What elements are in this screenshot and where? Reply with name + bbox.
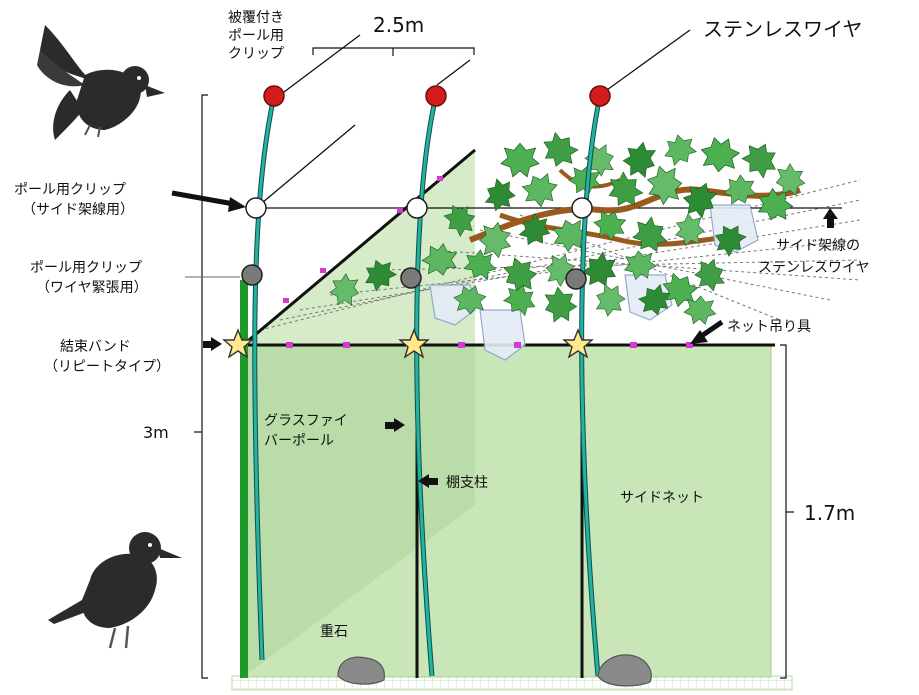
coated-clip-2 xyxy=(425,85,447,107)
label-net-hanger: ネット吊り具 xyxy=(727,319,811,335)
coated-clip-1 xyxy=(263,85,285,107)
grape-leaf xyxy=(539,282,581,328)
label-pole-clip-side-1: ポール用クリップ xyxy=(14,182,126,198)
stone-1 xyxy=(337,656,385,685)
grape-leaf xyxy=(500,142,540,178)
coated-clip-3 xyxy=(589,85,611,107)
arrow-side-clip xyxy=(171,190,246,212)
coated-clips xyxy=(263,85,611,107)
band-star-1 xyxy=(222,328,254,359)
height-dimension xyxy=(194,94,208,679)
crow-flying-icon xyxy=(37,25,165,140)
arrow-trellis xyxy=(418,474,438,488)
crow-standing-icon xyxy=(48,532,182,649)
label-trellis-post: 棚支柱 xyxy=(446,475,488,491)
side-wire-clips xyxy=(245,197,593,219)
tension-clips xyxy=(241,264,587,290)
stone-2 xyxy=(597,654,652,687)
label-clip-coated-3: クリップ xyxy=(228,46,284,62)
band-star-3 xyxy=(562,328,594,359)
tension-clip-3 xyxy=(565,268,587,290)
label-weight-stone: 重石 xyxy=(320,624,348,640)
label-stainless-wire: ステンレスワイヤ xyxy=(703,17,862,41)
label-pole-clip-tension-2: （ワイヤ緊張用） xyxy=(36,280,148,296)
spacing-dimension xyxy=(312,47,475,56)
label-pole-clip-side-2: （サイド架線用） xyxy=(22,202,134,218)
ground xyxy=(231,675,793,691)
net-hangers xyxy=(283,176,693,348)
guy-wires xyxy=(255,29,691,209)
arrows xyxy=(171,190,838,488)
label-clip-coated-2: ポール用 xyxy=(228,28,284,44)
label-fiber-pole-1: グラスファイ xyxy=(264,413,348,429)
grape-leaf xyxy=(698,135,742,175)
side-clip-3 xyxy=(571,197,593,219)
roof-edge xyxy=(242,148,476,347)
binding-bands xyxy=(222,328,594,359)
label-side-wire-2: ステンレスワイヤ xyxy=(758,260,870,276)
grape-leaf xyxy=(479,173,521,217)
label-side-net: サイドネット xyxy=(620,490,704,506)
label-clip-coated-1: 被覆付き xyxy=(228,10,284,26)
side-clip-1 xyxy=(245,197,267,219)
grape-leaf xyxy=(736,136,784,184)
label-height-total: 3m xyxy=(143,423,169,442)
label-fiber-pole-2: バーポール xyxy=(264,433,334,449)
corner-post xyxy=(240,280,248,678)
grape-leaf xyxy=(591,279,629,321)
arrow-fiber-pole xyxy=(385,418,405,432)
tension-clip-1 xyxy=(241,264,263,286)
grape-leaf xyxy=(536,126,584,174)
label-pole-clip-tension-1: ポール用クリップ xyxy=(30,260,142,276)
grape-leaf xyxy=(690,254,730,296)
arrow-net-hanger xyxy=(690,319,724,344)
label-band-2: （リピートタイプ） xyxy=(44,359,170,375)
arrow-band xyxy=(203,337,222,351)
label-spacing: 2.5m xyxy=(373,13,424,37)
label-height-net: 1.7m xyxy=(804,501,855,525)
grape-leaf xyxy=(658,129,702,171)
labels: 被覆付き ポール用 クリップ 2.5m ステンレスワイヤ ポール用クリップ （サ… xyxy=(14,10,870,640)
grape-leaf xyxy=(626,211,674,259)
grape-leaf xyxy=(682,294,718,326)
weight-stones xyxy=(337,654,652,687)
poles xyxy=(240,95,603,678)
tension-clip-2 xyxy=(400,267,422,289)
grape-leaf xyxy=(516,167,564,213)
net-height-dimension xyxy=(780,344,794,679)
label-band-1: 結束バンド xyxy=(60,339,131,355)
arrow-side-wire xyxy=(823,208,838,228)
label-side-wire-1: サイド架線の xyxy=(776,238,860,254)
grape-leaf xyxy=(719,170,761,210)
grape-leaf xyxy=(618,137,662,183)
band-star-2 xyxy=(398,328,430,359)
side-clip-2 xyxy=(406,197,428,219)
